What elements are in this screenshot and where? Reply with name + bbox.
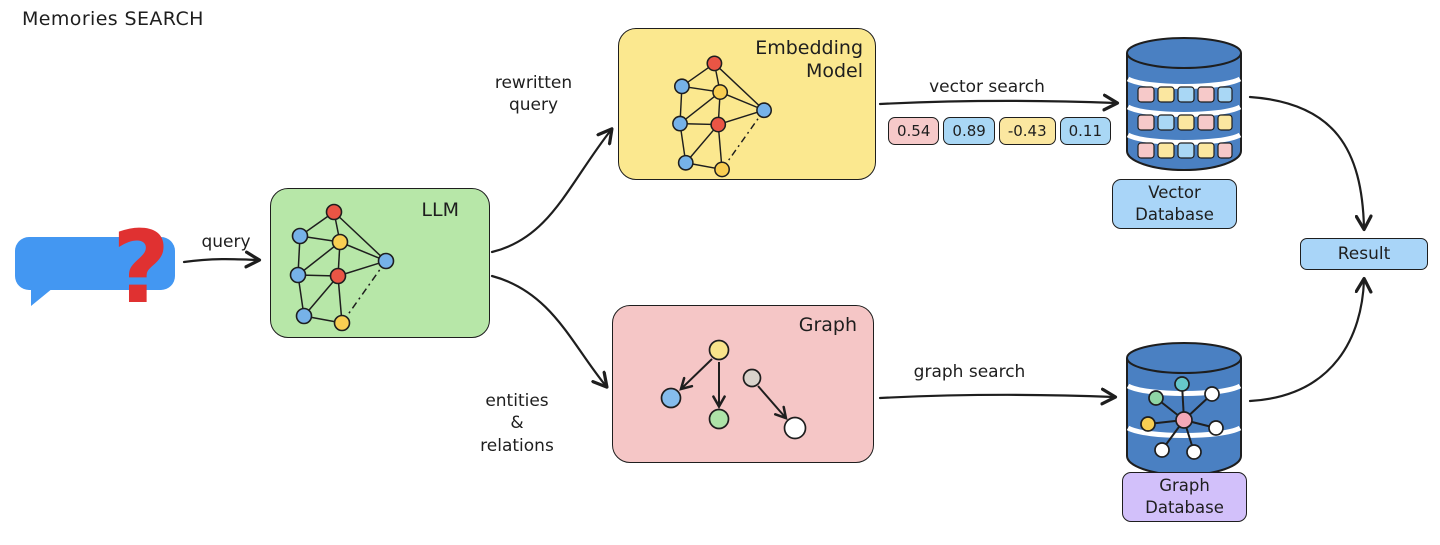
entities-relations-edge-label: entities & relations	[480, 391, 554, 456]
result-node: Result	[1300, 238, 1428, 270]
arrow-graphdb-result	[1248, 280, 1364, 403]
diagram-title: Memories SEARCH	[22, 8, 204, 30]
result-label: Result	[1337, 243, 1391, 264]
embedding-model-node: Embedding Model	[618, 28, 876, 180]
neural-network-icon	[289, 203, 395, 332]
graph-database-label: Graph Database	[1122, 472, 1247, 522]
graph-search-edge-label: graph search	[913, 362, 1026, 382]
arrow-vectordb-result	[1248, 95, 1364, 228]
vector-value-chip: -0.43	[998, 117, 1056, 145]
chat-bubble-icon	[15, 237, 175, 306]
graph-node: Graph	[612, 305, 874, 463]
graph-database-icon	[1126, 342, 1242, 477]
vector-value-chip: 0.89	[943, 117, 995, 145]
arrow-entities-relations	[490, 274, 606, 386]
vector-value-chip: 0.11	[1059, 117, 1112, 145]
llm-node: LLM	[270, 188, 490, 338]
rewritten-query-edge-label: rewritten query	[494, 73, 573, 116]
graph-label: Graph	[798, 314, 857, 336]
llm-label: LLM	[421, 199, 459, 221]
vector-database-icon	[1126, 37, 1242, 172]
query-vector-values: 0.54 0.89 -0.43 0.11	[888, 117, 1112, 145]
vector-value-chip: 0.54	[888, 117, 940, 145]
arrow-rewritten-query	[490, 130, 611, 254]
query-edge-label: query	[201, 232, 251, 252]
arrow-graph-search	[878, 395, 1114, 398]
arrow-vector-search	[878, 101, 1116, 104]
neural-network-icon	[672, 55, 773, 178]
embedding-model-label: Embedding Model	[755, 37, 863, 82]
question-mark-icon: ?	[112, 209, 171, 326]
arrow-query	[182, 259, 258, 262]
tree-graph-icon	[660, 339, 807, 440]
vector-database-label: Vector Database	[1112, 179, 1237, 229]
vector-search-edge-label: vector search	[929, 77, 1045, 97]
